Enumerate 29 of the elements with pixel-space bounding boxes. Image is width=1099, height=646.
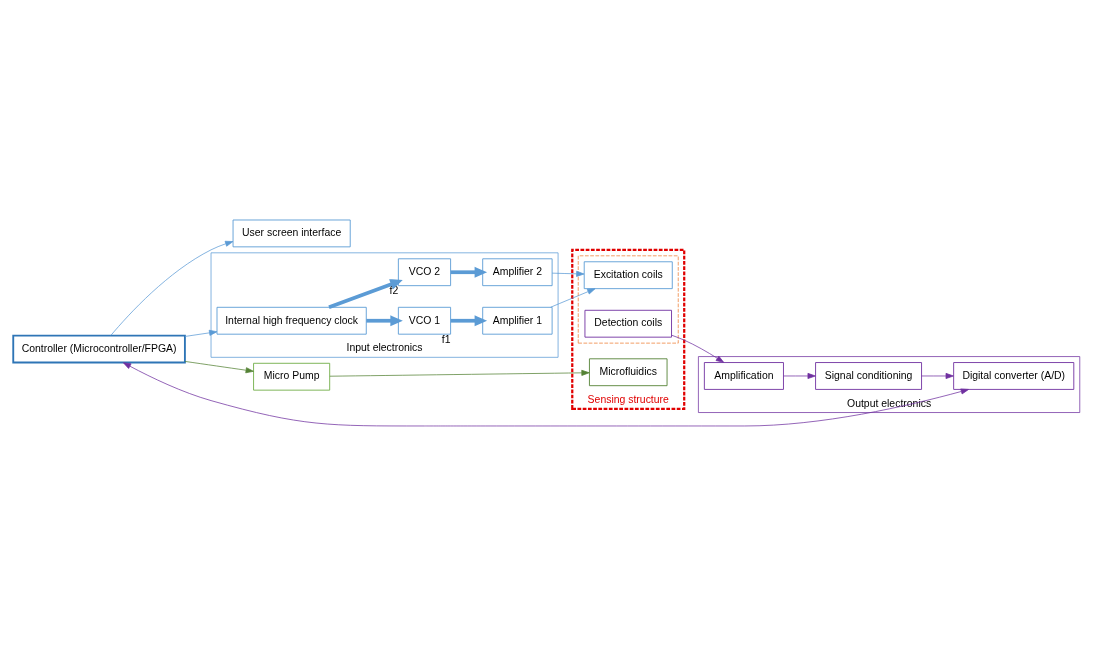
node-box: VCO 2 bbox=[397, 258, 452, 287]
arrow bbox=[184, 329, 218, 337]
arrow bbox=[122, 362, 969, 427]
node-box: Micro Pump bbox=[253, 362, 331, 391]
arrow bbox=[110, 240, 234, 336]
arrow bbox=[671, 334, 725, 363]
arrow bbox=[366, 315, 403, 327]
arrow bbox=[550, 288, 596, 308]
node-box: Amplification bbox=[703, 362, 784, 390]
node-box: Digital converter (A/D) bbox=[953, 362, 1075, 390]
node-box: Signal conditioning bbox=[815, 362, 922, 390]
node-box: VCO 1 bbox=[397, 306, 452, 335]
arrow bbox=[921, 373, 954, 379]
node-box: Controller (Microcontroller/FPGA) bbox=[12, 334, 186, 364]
node-box: Amplifier 1 bbox=[482, 306, 553, 335]
arrow bbox=[783, 373, 816, 379]
node-box: User screen interface bbox=[232, 219, 351, 248]
node-box: Detection coils bbox=[584, 309, 672, 338]
arrow bbox=[551, 270, 585, 277]
node-label: f1 bbox=[441, 333, 451, 345]
arrow bbox=[328, 279, 403, 309]
node-box: Microfluidics bbox=[588, 358, 668, 387]
node-box: Amplifier 2 bbox=[482, 258, 553, 287]
node-box: Excitation coils bbox=[583, 261, 673, 290]
arrow bbox=[329, 369, 590, 377]
arrow bbox=[184, 361, 254, 374]
node-box: Internal high frequency clock bbox=[216, 306, 367, 335]
arrow bbox=[450, 315, 488, 327]
arrow bbox=[450, 266, 488, 278]
